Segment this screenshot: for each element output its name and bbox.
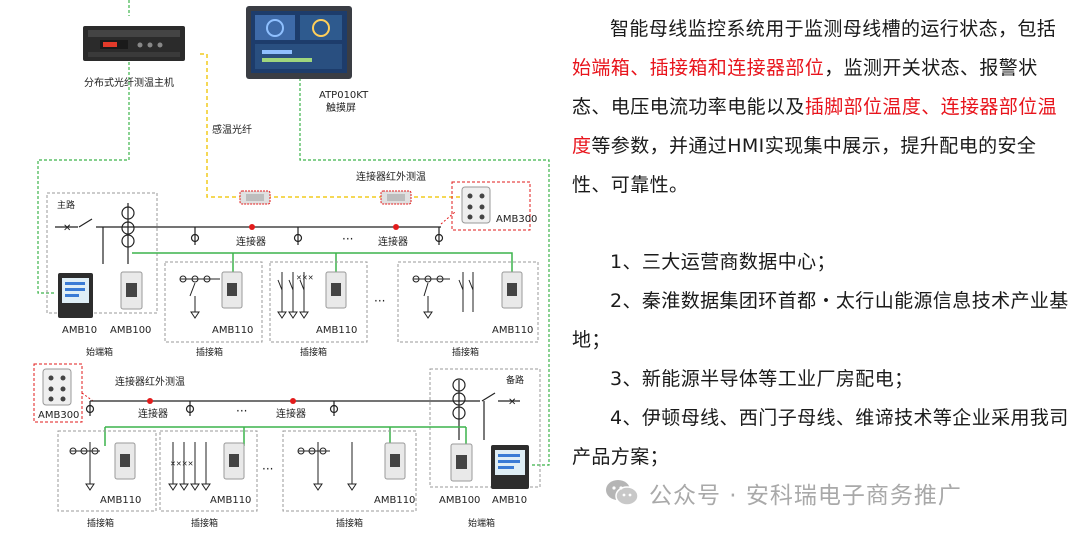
wechat-icon (606, 480, 639, 506)
list-item: 3、新能源半导体等工业厂房配电； (610, 368, 914, 390)
touchscreen-device (246, 6, 352, 79)
amb110-label-4: AMB110 (100, 495, 141, 506)
fiber-sensor-2 (380, 190, 412, 205)
amb300-top-label: AMB300 (496, 214, 537, 225)
amb110-module-6 (384, 442, 406, 480)
amb10-label-top: AMB10 (62, 325, 97, 336)
intro-highlight-1: 始端箱、插接箱和连接器部位 (572, 57, 825, 79)
connector-label-1: 连接器 (236, 235, 266, 248)
plug-box-label-5: 插接箱 (191, 517, 218, 529)
ellipsis-2: ··· (374, 294, 385, 308)
ellipsis-1: ··· (342, 232, 353, 246)
amb110-module-5 (223, 442, 245, 480)
plug-box-label-3: 插接箱 (452, 346, 479, 358)
amb110-label-5: AMB110 (210, 495, 251, 506)
amb300-bottom (33, 363, 83, 423)
svg-text:✕✕✕✕: ✕✕✕✕ (170, 460, 193, 468)
amb10-label-bottom: AMB10 (492, 495, 527, 506)
backup-circuit-label: 备路 (506, 374, 524, 386)
amb110-label-1: AMB110 (212, 325, 253, 336)
list-item: 1、三大运营商数据中心； (610, 251, 836, 273)
list-item: 2、秦淮数据集团环首都・太行山能源信息技术产业基地； (572, 290, 1069, 351)
amb110-label-2: AMB110 (316, 325, 357, 336)
intro-paragraph: 智能母线监控系统用于监测母线槽的运行状态，包括始端箱、插接箱和连接器部位，监测开… (572, 10, 1072, 205)
amb110-module-1 (221, 271, 243, 309)
description-column: 智能母线监控系统用于监测母线槽的运行状态，包括始端箱、插接箱和连接器部位，监测开… (572, 10, 1072, 477)
amb110-label-6: AMB110 (374, 495, 415, 506)
fiber-sensor-1 (239, 190, 271, 205)
connector-label-3: 连接器 (138, 407, 168, 420)
connector-label-2: 连接器 (378, 235, 408, 248)
amb100-label-bottom: AMB100 (439, 495, 480, 506)
ir-label-bottom: 连接器红外测温 (115, 375, 185, 388)
amb100-module-bottom (450, 443, 473, 482)
main-circuit-label: 主路 (57, 199, 75, 211)
comm-loop (37, 0, 550, 466)
start-box-label-top: 始端箱 (86, 346, 113, 358)
touchscreen-model: ATP010KT (319, 90, 369, 101)
intro-text-2: ，监测开关状态、报警状态、电压电流功率电能以及 (572, 57, 1038, 118)
amb10-meter-bottom (491, 445, 529, 489)
start-box-label-bottom: 始端箱 (468, 517, 495, 529)
plug-box-label-6: 插接箱 (336, 517, 363, 529)
application-list: 1、三大运营商数据中心； 2、秦淮数据集团环首都・太行山能源信息技术产业基地； … (572, 243, 1072, 477)
fiber-host-device (83, 26, 185, 61)
intro-text-3: 等参数，并通过HMI实现集中展示，提升配电的安全性、可靠性。 (572, 135, 1037, 196)
watermark: 公众号 · 安科瑞电子商务推广 (605, 476, 962, 510)
amb100-label-top: AMB100 (110, 325, 151, 336)
ir-label-top: 连接器红外测温 (356, 170, 426, 183)
ellipsis-3: ··· (236, 404, 247, 418)
touchscreen-label: 触摸屏 (326, 101, 356, 114)
amb110-module-2 (325, 271, 347, 309)
amb110-module-3 (501, 271, 523, 309)
ellipsis-4: ··· (262, 462, 273, 476)
svg-text:✕: ✕ (508, 397, 516, 408)
amb300-bottom-label: AMB300 (38, 410, 79, 421)
svg-text:✕: ✕ (63, 223, 71, 234)
amb110-label-3: AMB110 (492, 325, 533, 336)
busbar-system-diagram: 分布式光纤测温主机 ATP010KT 触摸屏 感温光纤 连接器红外测温 AMB3… (33, 0, 550, 529)
amb110-module-4 (114, 442, 136, 480)
host-label: 分布式光纤测温主机 (84, 76, 174, 89)
plug-box-label-2: 插接箱 (300, 346, 327, 358)
connector-label-4: 连接器 (276, 407, 306, 420)
intro-highlight-2: 插脚部位温度、连接器部位温度 (572, 96, 1058, 157)
plug-box-label-1: 插接箱 (196, 346, 223, 358)
plug-box-label-4: 插接箱 (87, 517, 114, 529)
intro-text-1: 智能母线监控系统用于监测母线槽的运行状态，包括 (610, 18, 1057, 40)
temp-fiber (200, 53, 470, 198)
amb10-meter-top (58, 273, 93, 318)
amb100-module-top (120, 271, 143, 310)
list-item: 4、伊顿母线、西门子母线、维谛技术等企业采用我司产品方案； (572, 407, 1069, 468)
fiber-label: 感温光纤 (212, 123, 252, 136)
backup-circuit-box (429, 368, 541, 488)
amb300-top (451, 181, 531, 231)
svg-text:✕✕✕: ✕✕✕ (296, 274, 314, 282)
watermark-text: 公众号 · 安科瑞电子商务推广 (649, 483, 962, 509)
